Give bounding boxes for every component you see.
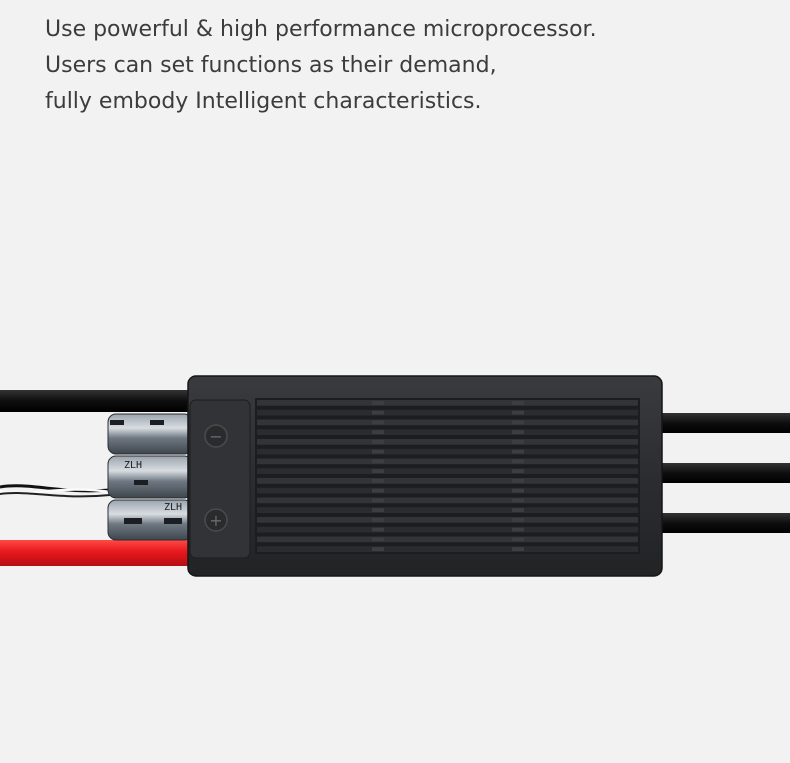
- motor-wire-a: [655, 413, 790, 433]
- heatsink-notch: [512, 508, 524, 512]
- description-line-2: Users can set functions as their demand,: [45, 53, 497, 78]
- heatsink-fin: [257, 429, 638, 435]
- heatsink-notch: [512, 430, 524, 434]
- heatsink-notch: [512, 527, 524, 532]
- heatsink-fin: [257, 507, 638, 513]
- heatsink-fin: [257, 487, 638, 494]
- heatsink-notch: [512, 420, 524, 425]
- capacitor-middle: [108, 456, 192, 498]
- heatsink-notch: [372, 498, 384, 503]
- negative-terminal-marker: −: [204, 424, 228, 448]
- heatsink-notch: [512, 469, 524, 473]
- positive-terminal-marker: +: [204, 508, 228, 532]
- heatsink-notch: [372, 488, 384, 493]
- battery-wire-negative: [0, 390, 200, 412]
- heatsink-notch: [372, 479, 384, 483]
- heatsink-notch: [372, 430, 384, 434]
- heatsink-fin: [257, 468, 638, 474]
- description-block: Use powerful & high performance micropro…: [45, 12, 765, 120]
- capacitor-label-bottom: ZLH: [164, 502, 182, 513]
- heatsink-notch: [372, 401, 384, 405]
- esc-product-image: ZLH ZLH − +: [0, 360, 790, 590]
- capacitor-bank: ZLH ZLH: [107, 413, 193, 541]
- heatsink-notch: [372, 537, 384, 542]
- heatsink-notch: [512, 498, 524, 503]
- heatsink-notch: [512, 479, 524, 483]
- heatsink-notch: [512, 537, 524, 542]
- capacitor-label-middle: ZLH: [124, 460, 142, 471]
- signal-wire: [0, 484, 111, 498]
- capacitor-bottom: [108, 500, 192, 540]
- capacitor-top: [108, 414, 192, 454]
- heatsink-fins: [255, 398, 640, 554]
- heatsink-notch: [372, 518, 384, 522]
- heatsink-fin: [257, 517, 638, 523]
- heatsink-notch: [372, 547, 384, 551]
- heatsink-notch: [372, 527, 384, 532]
- heatsink-notch: [372, 420, 384, 425]
- motor-wire-c: [655, 513, 790, 533]
- description-line-1: Use powerful & high performance micropro…: [45, 17, 597, 42]
- heatsink-notch: [512, 518, 524, 522]
- heatsink-fin: [257, 458, 638, 465]
- heatsink-fin: [257, 400, 638, 406]
- heatsink-fin: [257, 448, 638, 455]
- heatsink-fin: [257, 409, 638, 416]
- esc-illustration: ZLH ZLH − +: [0, 375, 790, 577]
- heatsink-notch: [512, 547, 524, 551]
- heatsink-fin: [257, 497, 638, 504]
- positive-sign: +: [209, 511, 222, 530]
- heatsink-notch: [512, 449, 524, 454]
- heatsink-notch: [372, 469, 384, 473]
- heatsink-fin: [257, 546, 638, 552]
- negative-sign: −: [209, 427, 222, 446]
- heatsink-fin: [257, 439, 638, 445]
- heatsink-fin: [257, 419, 638, 426]
- motor-wire-b: [655, 463, 790, 483]
- heatsink-fin: [257, 478, 638, 484]
- heatsink-fin: [257, 536, 638, 543]
- heatsink-notch: [512, 459, 524, 464]
- heatsink-notch: [372, 440, 384, 444]
- heatsink-notch: [372, 410, 384, 415]
- heatsink-notch: [512, 488, 524, 493]
- heatsink-notch: [372, 459, 384, 464]
- heatsink-notch: [512, 401, 524, 405]
- description-line-3: fully embody Intelligent characteristics…: [45, 89, 482, 114]
- heatsink-notch: [372, 449, 384, 454]
- heatsink-notch: [512, 440, 524, 444]
- esc-endcap: [190, 400, 250, 558]
- heatsink-fin: [257, 526, 638, 533]
- heatsink-notch: [372, 508, 384, 512]
- heatsink-notch: [512, 410, 524, 415]
- battery-wire-positive: [0, 540, 200, 566]
